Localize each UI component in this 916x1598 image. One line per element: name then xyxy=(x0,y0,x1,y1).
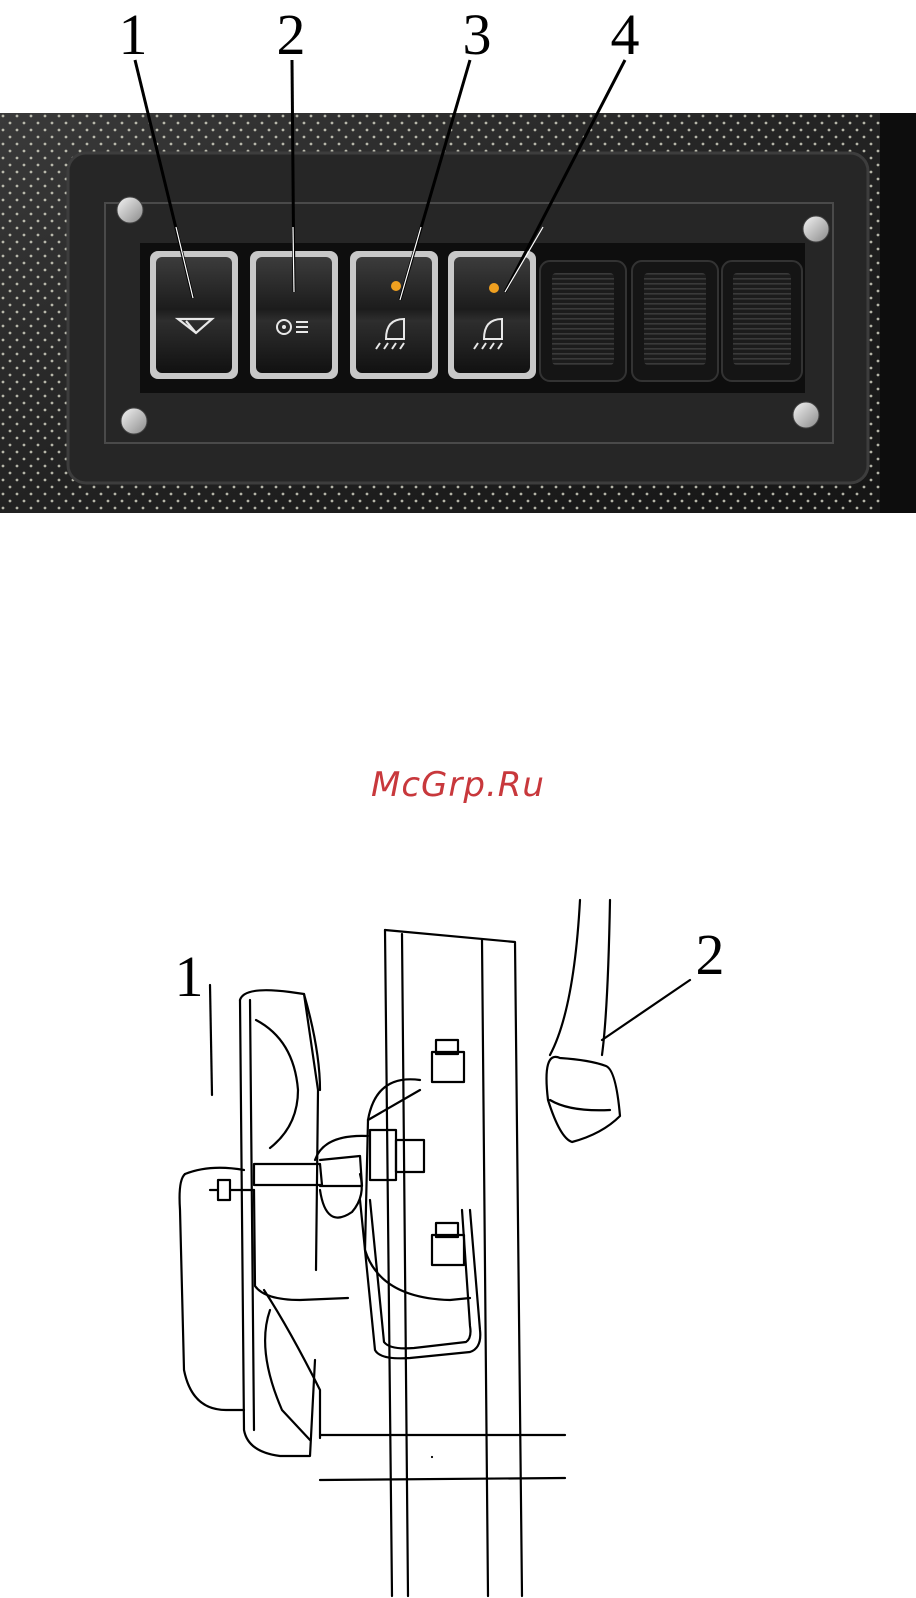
screw xyxy=(121,408,147,434)
watermark: McGrp.Ru xyxy=(0,765,916,805)
work-light-switch-front xyxy=(350,251,438,379)
switch-panel-photo xyxy=(0,113,916,513)
wiper-switch xyxy=(150,251,238,379)
indicator-lamp xyxy=(489,283,499,293)
fan-heater-switch xyxy=(250,251,338,379)
screw xyxy=(117,197,143,223)
indicator-lamp xyxy=(391,281,401,291)
callout-2: 2 xyxy=(266,6,316,64)
callout-3: 3 xyxy=(452,6,502,64)
blank-switch xyxy=(722,261,802,381)
technical-drawing xyxy=(170,890,730,1598)
blank-switch xyxy=(632,261,718,381)
screw xyxy=(803,216,829,242)
callout-1: 1 xyxy=(108,6,158,64)
blank-switch xyxy=(540,261,626,381)
screw xyxy=(793,402,819,428)
work-light-switch-rear xyxy=(448,251,536,379)
callout-4: 4 xyxy=(600,6,650,64)
